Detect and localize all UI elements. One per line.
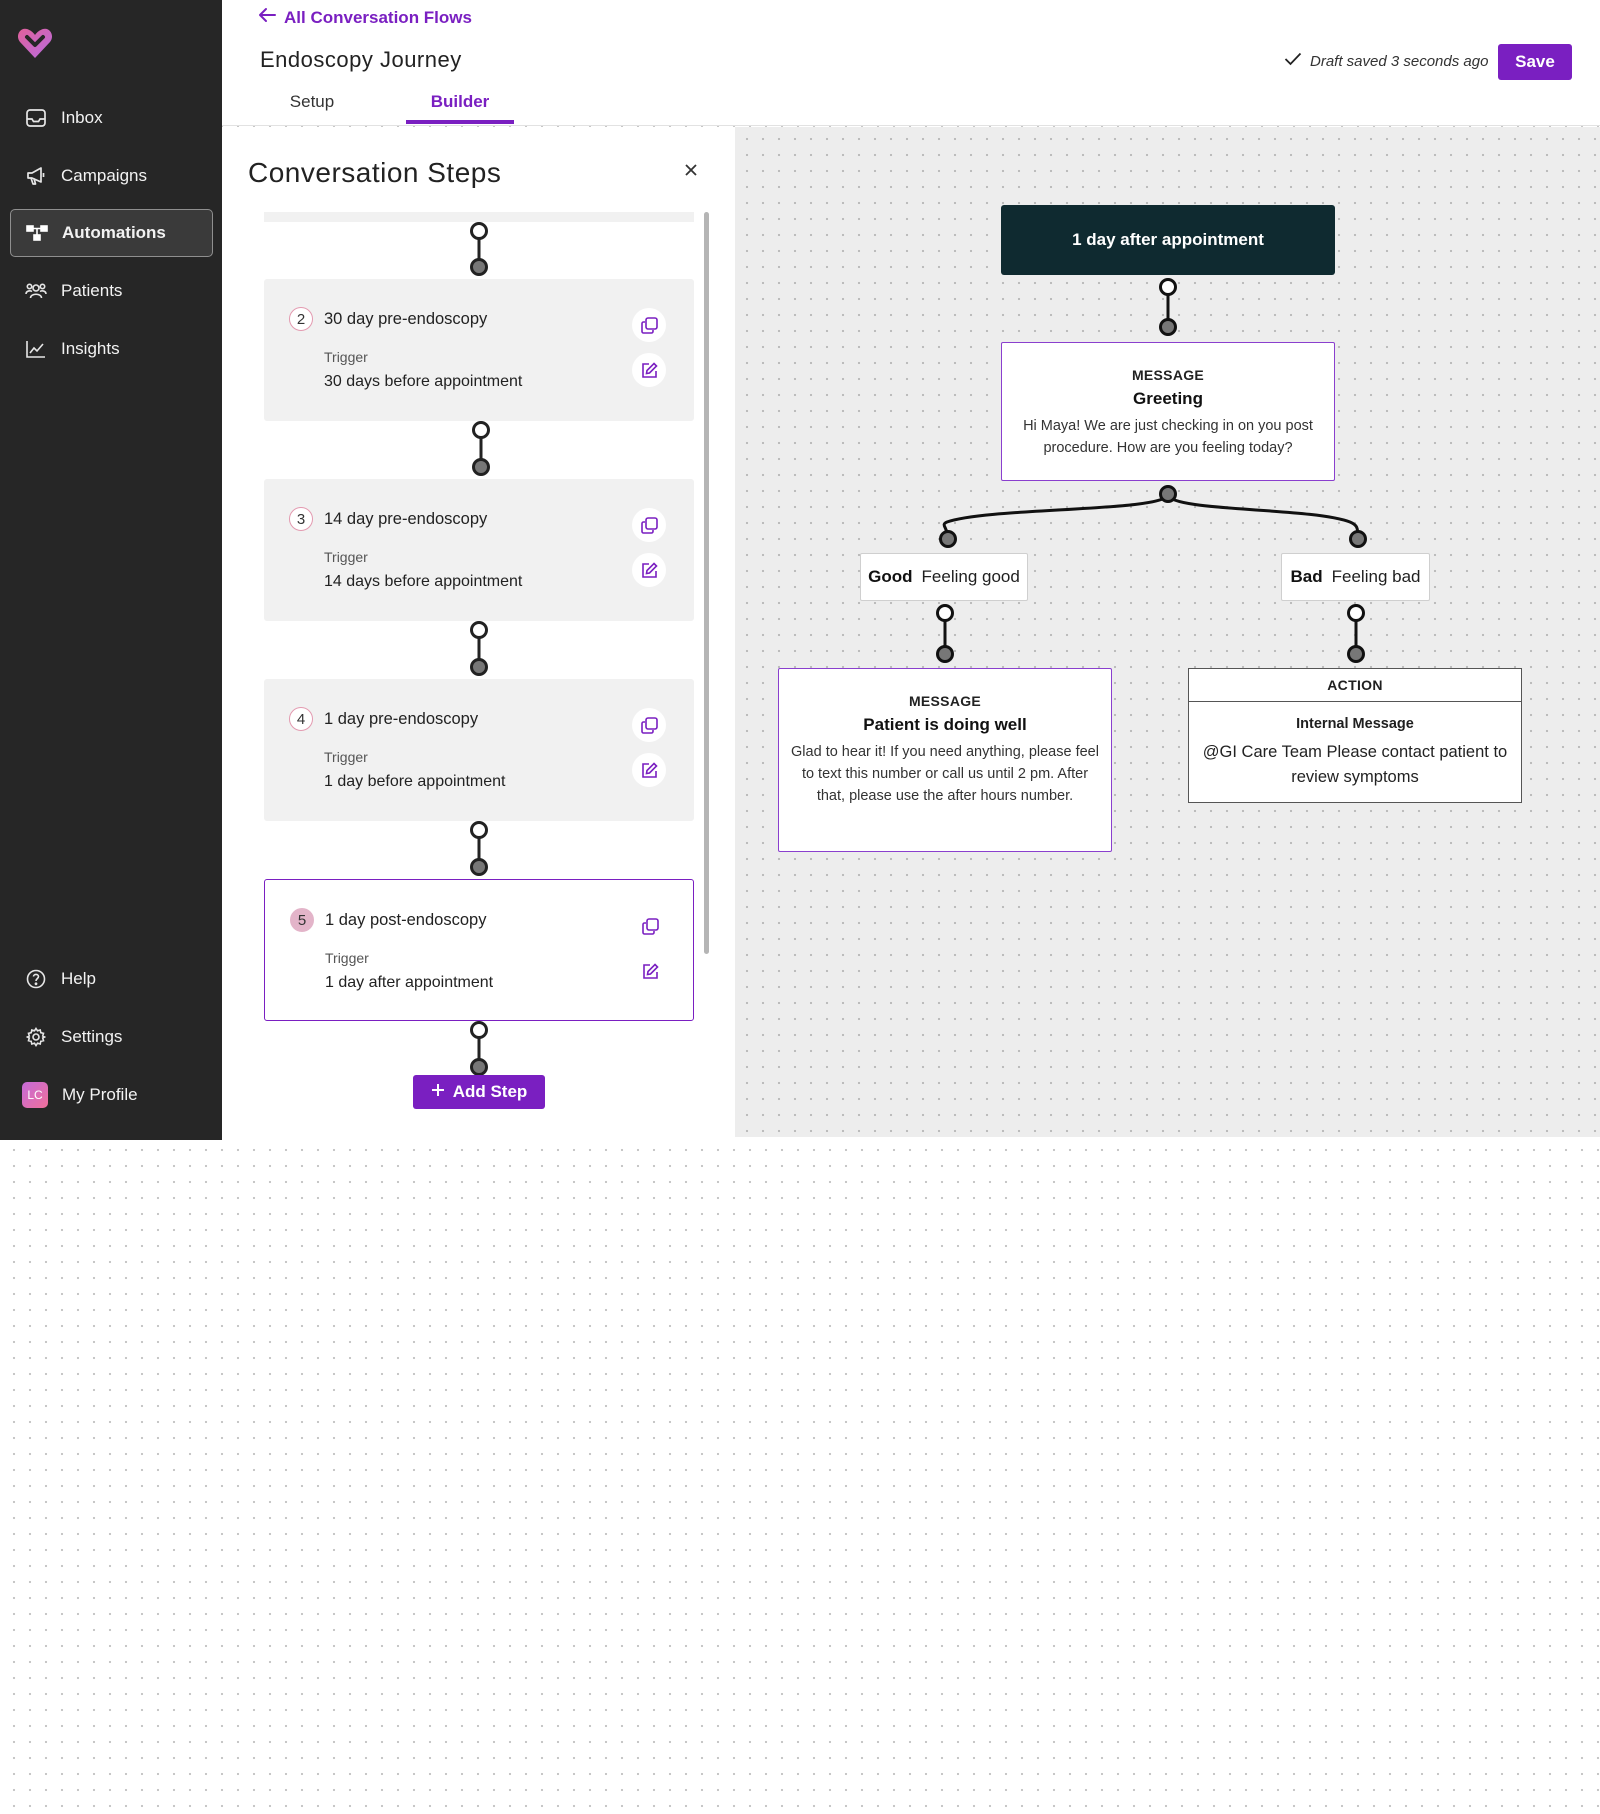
edit-icon[interactable] (632, 353, 666, 387)
flow-canvas[interactable]: 1 day after appointment MESSAGE Greeting… (735, 127, 1600, 1137)
node-type: ACTION (1189, 669, 1521, 702)
trigger-value: 1 day after appointment (325, 974, 494, 991)
avatar: LC (22, 1082, 48, 1108)
greeting-message-node[interactable]: MESSAGE Greeting Hi Maya! We are just ch… (1001, 342, 1335, 481)
sidebar-item-my-profile[interactable]: LC My Profile (10, 1071, 213, 1119)
node-title: Patient is doing well (863, 715, 1027, 734)
automations-icon (26, 222, 48, 244)
edit-icon[interactable] (633, 954, 667, 988)
app-logo[interactable] (17, 26, 53, 60)
sidebar-item-settings[interactable]: Settings (10, 1013, 213, 1061)
check-icon (1284, 52, 1302, 70)
sidebar-item-label: Help (61, 969, 96, 988)
branch-good[interactable]: Good Feeling good (860, 553, 1028, 601)
node-type: MESSAGE (1131, 367, 1205, 383)
node-body: Hi Maya! We are just checking in on you … (1023, 418, 1313, 456)
sidebar-item-insights[interactable]: Insights (10, 325, 213, 373)
draft-status-text: Draft saved 3 seconds ago (1310, 52, 1489, 70)
conversation-steps-panel: Conversation Steps 2 30 day pre-endoscop… (222, 127, 735, 1140)
tab-builder[interactable]: Builder (406, 92, 514, 124)
duplicate-icon[interactable] (632, 308, 666, 342)
sidebar-item-help[interactable]: Help (10, 955, 213, 1003)
node-title: Internal Message (1296, 716, 1414, 732)
branch-bad[interactable]: Bad Feeling bad (1281, 553, 1430, 601)
step-number: 5 (290, 908, 314, 932)
close-icon[interactable] (680, 159, 702, 181)
back-link-label: All Conversation Flows (284, 7, 472, 27)
flow-connectors (936, 278, 1367, 663)
gear-icon (25, 1026, 47, 1048)
branch-key: Good (868, 567, 913, 586)
draft-status: Draft saved 3 seconds ago (1284, 52, 1488, 70)
sidebar-item-label: Insights (61, 339, 120, 358)
step-card[interactable]: 4 1 day pre-endoscopy Trigger 1 day befo… (264, 679, 694, 821)
trigger-value: 14 days before appointment (324, 573, 523, 590)
node-type: MESSAGE (908, 693, 982, 709)
add-step-label: Add Step (452, 1082, 528, 1101)
trigger-label: Trigger (325, 950, 369, 966)
sidebar-item-label: Automations (62, 223, 166, 242)
sidebar-item-label: Inbox (61, 108, 103, 127)
step-number: 4 (289, 707, 313, 731)
megaphone-icon (25, 165, 47, 187)
step-card[interactable]: 2 30 day pre-endoscopy Trigger 30 days b… (264, 279, 694, 421)
avatar-wrap: LC (22, 1082, 48, 1108)
sidebar-item-automations[interactable]: Automations (10, 209, 213, 257)
sidebar-item-campaigns[interactable]: Campaigns (10, 152, 213, 200)
tab-setup[interactable]: Setup (289, 92, 335, 111)
edit-icon[interactable] (632, 553, 666, 587)
branch-label: Feeling bad (1331, 567, 1421, 586)
step-number: 3 (289, 507, 313, 531)
insights-icon (25, 338, 47, 360)
scrollbar[interactable] (704, 212, 709, 954)
edit-icon[interactable] (632, 753, 666, 787)
sidebar-item-label: Patients (61, 281, 123, 300)
branch-label: Feeling good (921, 567, 1020, 586)
step-card-partial (264, 212, 694, 222)
node-title: Greeting (1133, 389, 1203, 408)
step-number: 2 (289, 307, 313, 331)
duplicate-icon[interactable] (633, 909, 667, 943)
trigger-label: Trigger (324, 349, 368, 365)
bad-action-node[interactable]: ACTION Internal Message @GI Care Team Pl… (1188, 668, 1522, 803)
inbox-icon (25, 107, 47, 129)
page-title: Endoscopy Journey (260, 47, 462, 72)
trigger-label: Trigger (324, 749, 368, 765)
trigger-node[interactable]: 1 day after appointment (1001, 205, 1335, 275)
trigger-label: Trigger (324, 549, 368, 565)
node-body: @GI Care Team Please contact patient to … (1202, 743, 1508, 786)
save-button[interactable]: Save (1498, 44, 1572, 80)
sidebar-item-patients[interactable]: Patients (10, 267, 213, 315)
patients-icon (25, 280, 47, 302)
sidebar-item-inbox[interactable]: Inbox (10, 94, 213, 142)
back-link[interactable]: All Conversation Flows (258, 7, 472, 28)
sidebar-item-label: My Profile (62, 1085, 138, 1104)
duplicate-icon[interactable] (632, 708, 666, 742)
help-icon (25, 968, 47, 990)
sidebar-item-label: Settings (61, 1027, 123, 1046)
trigger-value: 30 days before appointment (324, 373, 523, 390)
sidebar: Inbox Campaigns Automations Patients Ins… (0, 0, 222, 1140)
step-name: 1 day pre-endoscopy (324, 710, 479, 728)
node-body: Glad to hear it! If you need anything, p… (791, 744, 1099, 804)
trigger-value: 1 day before appointment (324, 773, 506, 790)
add-step-button[interactable]: Add Step (413, 1075, 545, 1109)
good-message-node[interactable]: MESSAGE Patient is doing well Glad to he… (778, 668, 1112, 852)
step-card[interactable]: 3 14 day pre-endoscopy Trigger 14 days b… (264, 479, 694, 621)
step-name: 14 day pre-endoscopy (324, 510, 488, 528)
step-card-selected[interactable]: 5 1 day post-endoscopy Trigger 1 day aft… (264, 879, 694, 1021)
page-header: All Conversation Flows Endoscopy Journey… (222, 0, 1600, 126)
step-name: 1 day post-endoscopy (325, 911, 487, 929)
step-name: 30 day pre-endoscopy (324, 310, 488, 328)
arrow-left-icon (258, 7, 276, 28)
duplicate-icon[interactable] (632, 508, 666, 542)
branch-key: Bad (1290, 567, 1323, 586)
steps-connectors (470, 222, 490, 1076)
panel-title: Conversation Steps (248, 157, 502, 188)
sidebar-item-label: Campaigns (61, 166, 147, 185)
plus-icon (431, 1082, 445, 1102)
